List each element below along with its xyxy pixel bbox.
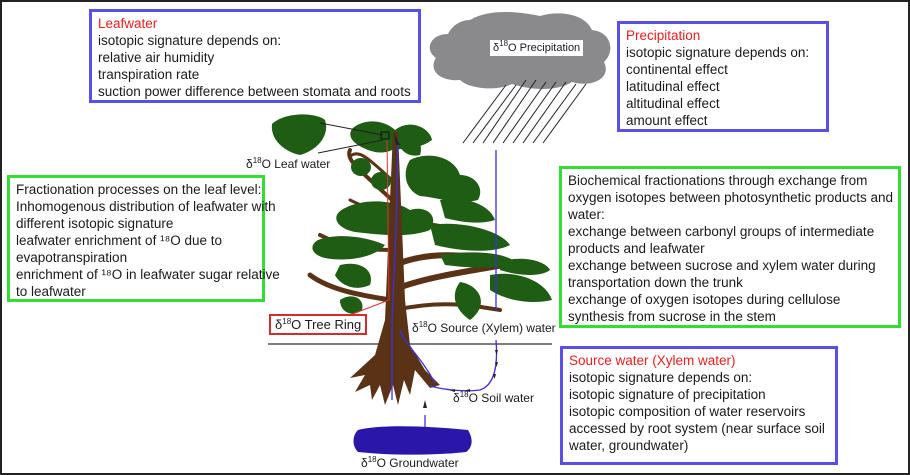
box-line: Biochemical fractionations through excha… <box>568 173 868 188</box>
box-line: isotopic signature depends on: <box>569 370 753 385</box>
precipitation-title: Precipitation <box>626 28 701 43</box>
superscript-18: 18 <box>499 39 509 48</box>
delta-symbol: δ <box>275 317 283 332</box>
soil-water-text: O Soil water <box>468 391 534 405</box>
tree-ring-pointer <box>349 139 390 316</box>
superscript-18: 18 <box>282 317 292 326</box>
leaf-fractionation-box: Fractionation processes on the leaf leve… <box>7 175 280 302</box>
delta-symbol: δ <box>246 157 253 171</box>
box-line: products and leafwater <box>568 241 705 256</box>
leafwater-title: Leafwater <box>98 16 158 31</box>
source-water-title: Source water (Xylem water) <box>569 353 736 368</box>
leafwater-box: Leafwater isotopic signature depends on:… <box>89 9 421 103</box>
source-xylem-text: O Source (Xylem) water <box>427 321 556 335</box>
box-line: exchange between sucrose and xylem water… <box>568 258 876 273</box>
box-line: continental effect <box>626 62 728 77</box>
precipitation-label: δ18O Precipitation <box>490 39 584 56</box>
superscript-18: 18 <box>459 390 469 399</box>
rain-icon <box>462 79 587 144</box>
flow-arrows <box>394 133 498 408</box>
box-line: transpiration rate <box>98 67 200 82</box>
source-water-box: Source water (Xylem water) isotopic sign… <box>560 346 838 465</box>
box-line: to leafwater <box>16 284 86 299</box>
delta-symbol: δ <box>412 321 419 335</box>
superscript-18: 18 <box>418 320 428 329</box>
leaf-icon <box>271 114 327 155</box>
box-line: water, groundwater) <box>569 438 689 453</box>
box-line: isotopic signature of precipitation <box>569 387 766 402</box>
box-line: oxygen isotopes between photosynthetic p… <box>568 190 893 205</box>
soil-water-label: δ18O Soil water <box>453 390 534 406</box>
groundwater-text: O Groundwater <box>376 456 459 470</box>
precipitation-box: Precipitation isotopic signature depends… <box>617 21 829 132</box>
box-line: water: <box>568 207 605 222</box>
box-line: altitudinal effect <box>626 96 720 111</box>
delta-symbol: δ <box>453 391 460 405</box>
xylem-water-path <box>391 139 498 430</box>
tree-ring-text: O Tree Ring <box>291 317 362 332</box>
box-line: exchange of oxygen isotopes during cellu… <box>568 292 841 307</box>
box-line: suction power difference between stomata… <box>98 84 411 99</box>
precipitation-text: O Precipitation <box>508 42 581 54</box>
superscript-18: 18 <box>367 455 377 464</box>
groundwater-label: δ18O Groundwater <box>361 455 459 471</box>
box-line: isotopic composition of water reservoirs <box>569 404 806 419</box>
delta-symbol: δ <box>493 42 500 54</box>
box-line: evapotranspiration <box>16 250 128 265</box>
box-line: exchange between carbonyl groups of inte… <box>568 224 875 239</box>
box-line: synthesis from sucrose in the stem <box>568 309 776 324</box>
superscript-18: 18 <box>252 156 262 165</box>
box-line: different isotopic signature <box>16 216 174 231</box>
biochemical-fractionation-box: Biochemical fractionations through excha… <box>559 166 901 328</box>
box-line: relative air humidity <box>98 50 215 65</box>
leaf-water-text: O Leaf water <box>261 157 331 171</box>
delta-symbol: δ <box>361 456 368 470</box>
leaf-water-label: δ18O Leaf water <box>246 156 331 172</box>
box-line: amount effect <box>626 113 708 128</box>
box-line: accessed by root system (near surface so… <box>569 421 825 436</box>
box-line: transportation down the trunk <box>568 275 743 290</box>
box-line: isotopic signature depends on: <box>626 45 810 60</box>
tree-ring-label: δ18O Tree Ring <box>269 314 368 335</box>
box-line: enrichment of ¹⁸O in leafwater sugar rel… <box>16 267 280 282</box>
source-xylem-label: δ18O Source (Xylem) water <box>412 320 556 336</box>
box-line: latitudinal effect <box>626 79 720 94</box>
box-line: Fractionation processes on the leaf leve… <box>16 182 262 197</box>
box-line: leafwater enrichment of ¹⁸O due to <box>16 233 223 248</box>
tree-trunk <box>350 132 440 405</box>
box-line: isotopic signature depends on: <box>98 33 282 48</box>
box-line: Inhomogenous distribution of leafwater w… <box>16 199 276 214</box>
groundwater-pool <box>353 426 472 455</box>
